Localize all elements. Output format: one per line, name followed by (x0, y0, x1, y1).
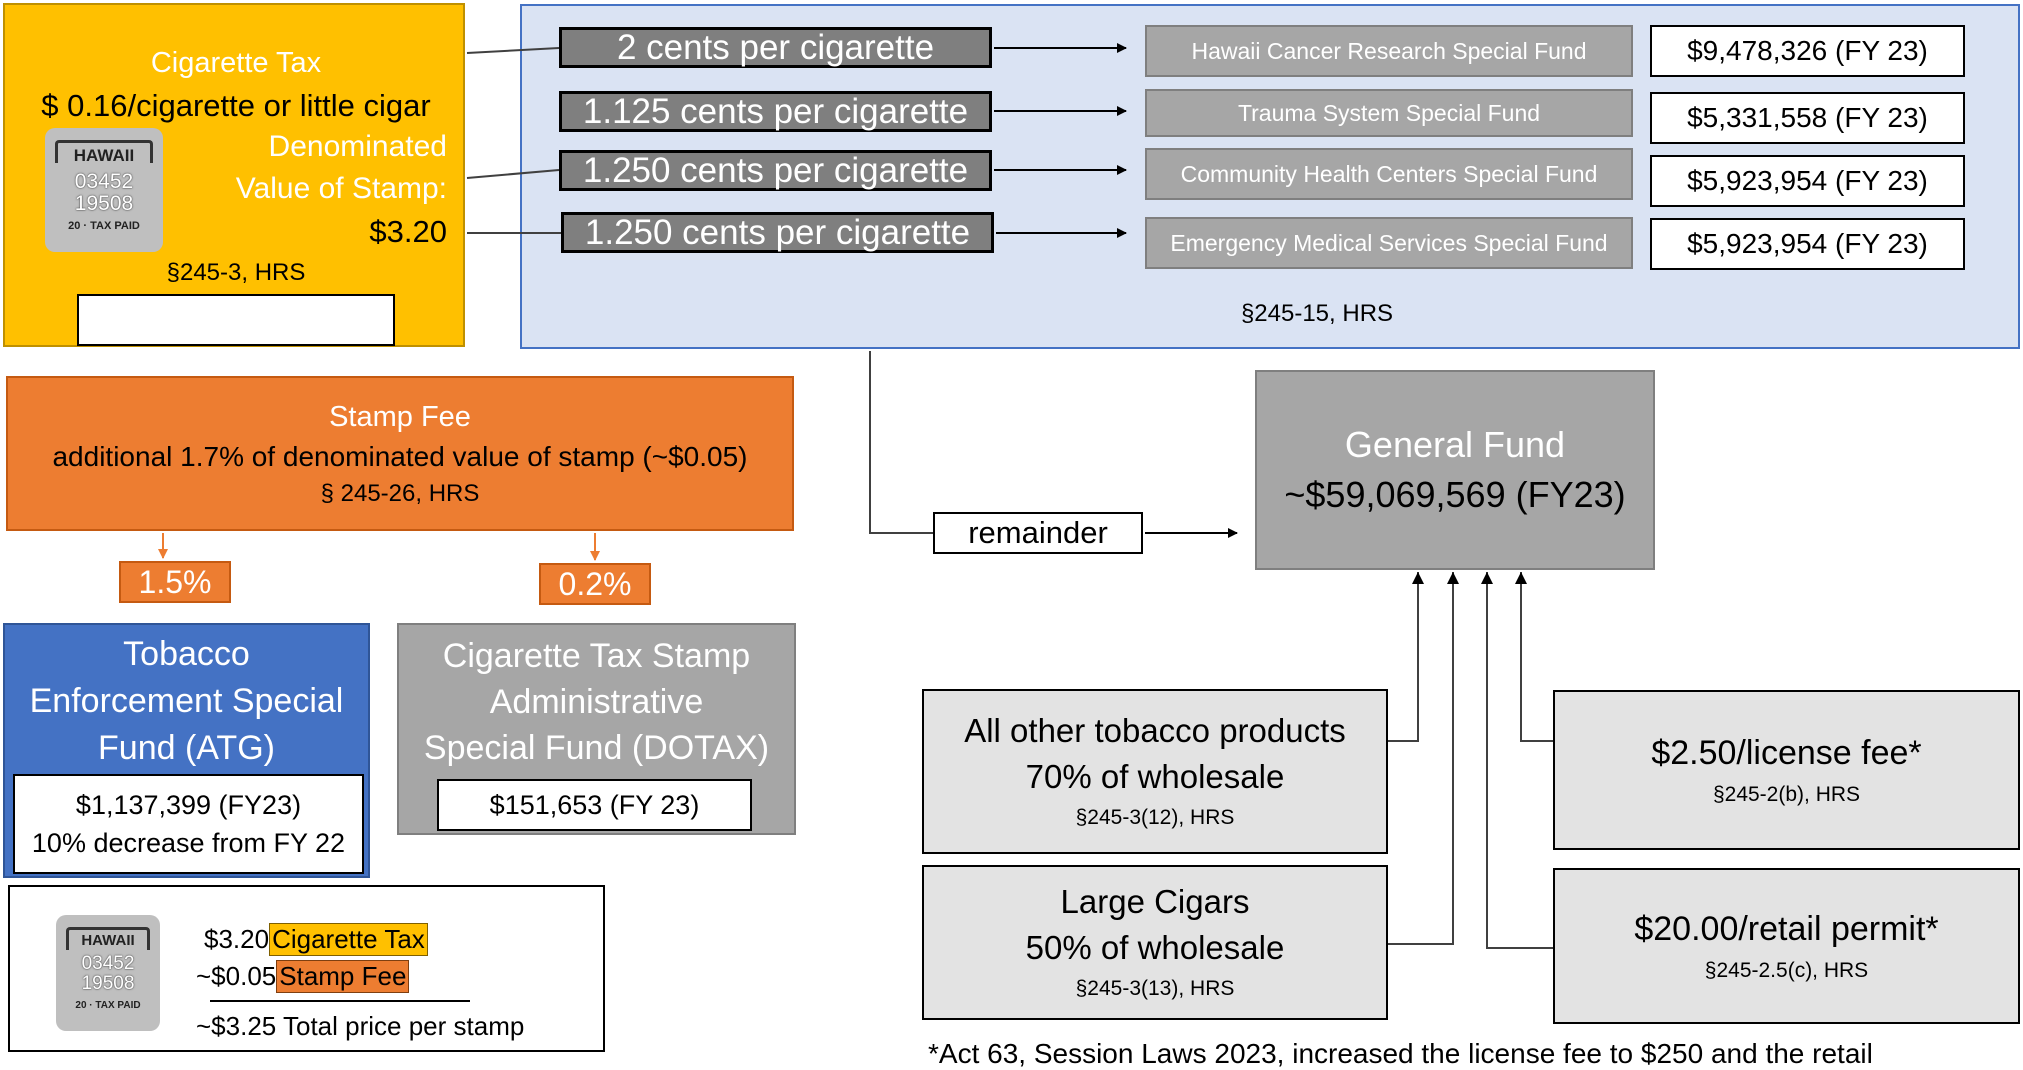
general-fund-title: General Fund (1344, 424, 1566, 465)
stamp-admin-fund-box: Cigarette Tax Stamp Administrative Speci… (397, 623, 796, 835)
footnote: *Act 63, Session Laws 2023, increased th… (928, 1038, 1873, 1069)
legend-tax-row: $3.20 Cigarette Tax (204, 923, 428, 956)
cigarette-tax-title: Cigarette Tax (150, 47, 322, 79)
tax-stamp-icon: HAWAII 03452 19508 20 · TAX PAID (45, 128, 163, 252)
other-tobacco-statute: §245-3(12), HRS (1075, 805, 1235, 829)
tobacco-fund-line-2: Enforcement Special (29, 682, 344, 720)
stamp-admin-fund-line-3: Special Fund (DOTAX) (423, 729, 770, 767)
allocation-fund-0: Hawaii Cancer Research Special Fund (1145, 25, 1633, 77)
denominated-value: $3.20 (369, 214, 447, 249)
tobacco-fund-line-1: Tobacco (123, 635, 250, 673)
retail-permit-line-1: $20.00/retail permit* (1634, 910, 1939, 948)
legend-total: ~$3.25 Total price per stamp (196, 1011, 525, 1041)
allocation-rate-2: 1.250 cents per cigarette (559, 150, 992, 191)
allocation-fund-3: Emergency Medical Services Special Fund (1145, 217, 1633, 269)
large-cigars-box: Large Cigars 50% of wholesale §245-3(13)… (922, 865, 1388, 1020)
allocation-amount-3: $5,923,954 (FY 23) (1650, 218, 1965, 270)
cigarette-tax-box: Cigarette Tax $ 0.16/cigarette or little… (3, 3, 465, 347)
tobacco-fund-amount-box: $1,137,399 (FY23) 10% decrease from FY 2… (13, 774, 364, 874)
allocation-amount-2: $5,923,954 (FY 23) (1650, 155, 1965, 207)
retail-permit-statute: §245-2.5(c), HRS (1704, 959, 1869, 982)
allocation-fund-2: Community Health Centers Special Fund (1145, 148, 1633, 200)
license-fee-statute: §245-2(b), HRS (1712, 783, 1861, 806)
tobacco-fund-line-3: Fund (ATG) (98, 729, 275, 767)
stamp-fee-box: Stamp Fee additional 1.7% of denominated… (6, 376, 794, 531)
tobacco-enforcement-fund-box: Tobacco Enforcement Special Fund (ATG) $… (3, 623, 370, 878)
stamp-admin-fund-amount: $151,653 (FY 23) (437, 779, 752, 831)
cigarette-tax-statute: §245-3, HRS (166, 259, 306, 286)
general-fund-box: General Fund ~$59,069,569 (FY23) (1255, 370, 1655, 570)
cigarette-tax-amount: $76,802,634 (FY23) (77, 294, 395, 346)
split-0-2-badge: 0.2% (539, 563, 651, 605)
allocation-rate-3: 1.250 cents per cigarette (561, 212, 994, 253)
license-fee-line-1: $2.50/license fee* (1651, 734, 1922, 772)
stamp-fee-title: Stamp Fee (329, 400, 471, 433)
other-tobacco-line-1: All other tobacco products (964, 711, 1346, 749)
retail-permit-box: $20.00/retail permit* §245-2.5(c), HRS (1553, 868, 2020, 1024)
tax-stamp-icon: HAWAII 03452 19508 20 · TAX PAID (56, 915, 160, 1031)
other-tobacco-line-2: 70% of wholesale (1025, 757, 1285, 795)
allocation-rate-0: 2 cents per cigarette (559, 27, 992, 68)
stamp-fee-statute: § 245-26, HRS (320, 479, 480, 507)
legend-divider (210, 1000, 470, 1002)
allocation-amount-1: $5,331,558 (FY 23) (1650, 92, 1965, 144)
denominated-label-1: Denominated (268, 130, 447, 163)
tobacco-fund-amount: $1,137,399 (FY23) (75, 790, 302, 820)
tobacco-fund-note: 10% decrease from FY 22 (31, 828, 346, 858)
denominated-label-2: Value of Stamp: (235, 172, 447, 205)
legend-tax-label: Cigarette Tax (269, 923, 428, 956)
large-cigars-line-2: 50% of wholesale (1025, 928, 1285, 966)
legend-fee-value: ~$0.05 (196, 961, 277, 991)
cigarette-tax-rate: $ 0.16/cigarette or little cigar (41, 88, 431, 123)
stamp-price-legend: HAWAII 03452 19508 20 · TAX PAID $3.20 C… (8, 885, 605, 1052)
legend-tax-value: $3.20 (204, 924, 270, 954)
split-1-5-badge: 1.5% (119, 561, 231, 603)
legend-fee-row: ~$0.05 Stamp Fee (196, 960, 410, 993)
large-cigars-line-1: Large Cigars (1060, 882, 1250, 920)
general-fund-amount: ~$59,069,569 (FY23) (1284, 474, 1626, 515)
license-fee-box: $2.50/license fee* §245-2(b), HRS (1553, 690, 2020, 850)
large-cigars-statute: §245-3(13), HRS (1075, 976, 1235, 1000)
remainder-label: remainder (933, 512, 1143, 554)
allocation-amount-0: $9,478,326 (FY 23) (1650, 25, 1965, 77)
allocation-rate-1: 1.125 cents per cigarette (559, 91, 992, 132)
allocation-fund-1: Trauma System Special Fund (1145, 89, 1633, 137)
stamp-admin-fund-line-2: Administrative (489, 683, 704, 721)
allocations-statute: §245-15, HRS (1240, 300, 1394, 327)
other-tobacco-products-box: All other tobacco products 70% of wholes… (922, 689, 1388, 854)
legend-fee-label: Stamp Fee (276, 960, 410, 993)
stamp-admin-fund-line-1: Cigarette Tax Stamp (442, 637, 751, 675)
stamp-fee-desc: additional 1.7% of denominated value of … (52, 440, 748, 472)
